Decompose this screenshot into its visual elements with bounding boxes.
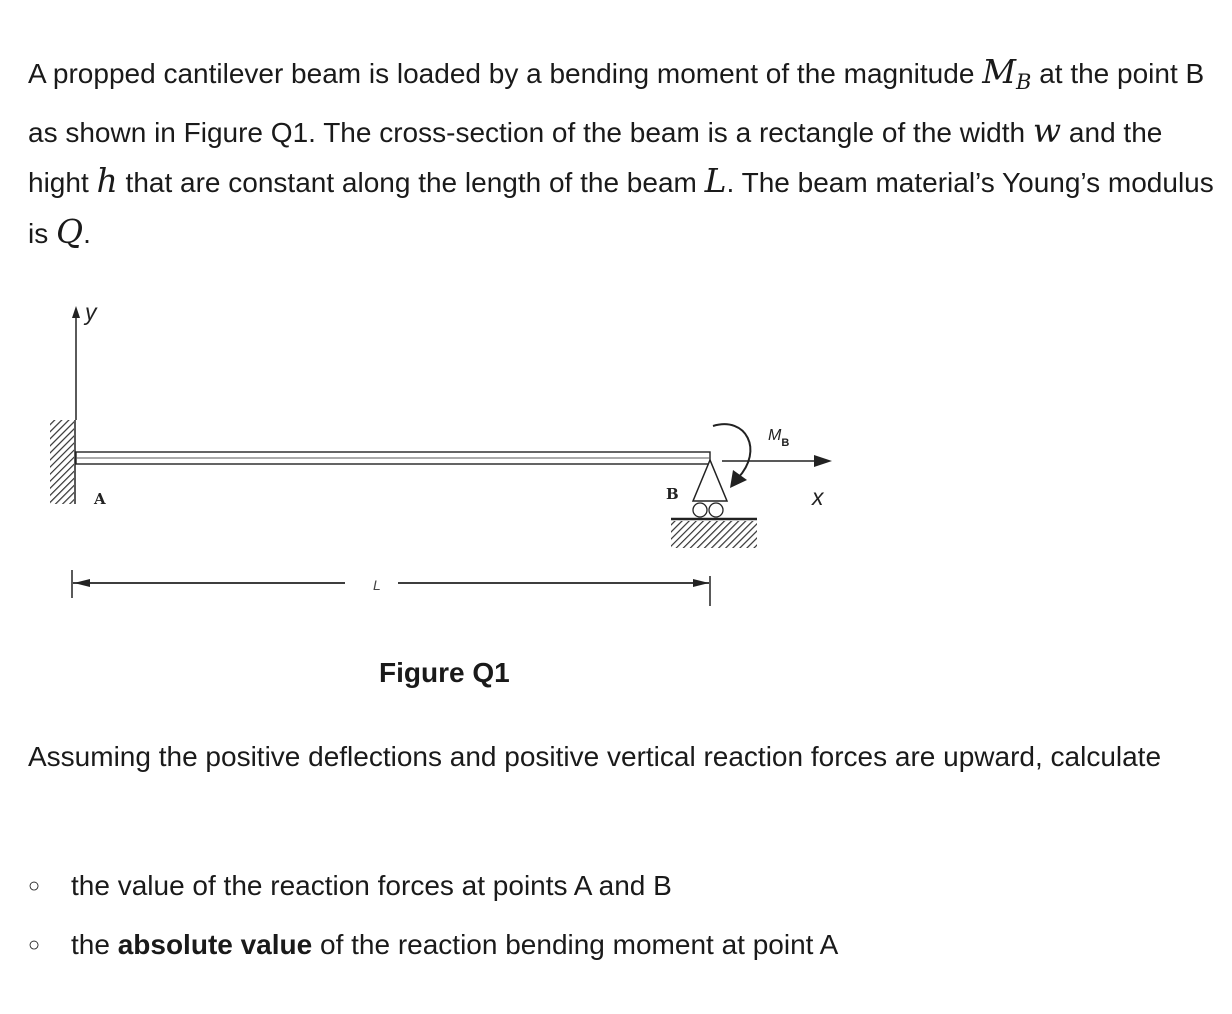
moment-label: MB — [768, 427, 789, 449]
point-a-label: A — [93, 490, 106, 508]
moment-symbol-subscript: B — [1015, 70, 1032, 94]
moment-arrow — [712, 423, 752, 479]
beam-figure: y A B MB x L — [50, 299, 832, 606]
height-symbol: h — [96, 161, 118, 200]
point-b-label: B — [666, 485, 679, 503]
roller-support — [691, 458, 729, 502]
list-item-text: the value of the reaction forces at poin… — [71, 866, 672, 906]
x-axis-arrowhead — [814, 455, 832, 467]
figure-caption: Figure Q1 — [379, 657, 510, 688]
list-item-text-part: of the reaction bending moment at point … — [312, 929, 839, 960]
question-prompt: Assuming the positive deflections and po… — [28, 741, 1162, 772]
length-label: L — [373, 577, 381, 593]
bullet-marker: ○ — [28, 934, 41, 956]
statement-text-1: A propped cantilever beam is loaded by a… — [28, 58, 983, 89]
list-item-text-part: the — [71, 929, 118, 960]
list-item-text-part: the value of the reaction forces at poin… — [71, 870, 672, 901]
moment-symbol-main: M — [982, 52, 1016, 91]
dimension-arrowhead-left — [74, 579, 90, 587]
moment-arrowhead — [730, 470, 747, 488]
moment-symbol: MB — [982, 52, 1032, 94]
length-symbol: L — [704, 161, 727, 200]
y-axis-label: y — [83, 299, 98, 325]
support-ground-hatch — [671, 521, 757, 548]
width-symbol: w — [1032, 110, 1062, 150]
statement-text-3: and the hight — [28, 116, 1163, 199]
modulus-symbol: Q — [56, 211, 84, 251]
x-axis-label: x — [811, 484, 825, 510]
problem-statement: A propped cantilever beam is loaded by a… — [28, 48, 1228, 258]
bullet-marker: ○ — [28, 875, 41, 897]
moment-label-subscript: B — [781, 437, 789, 449]
statement-text-6: . — [83, 217, 91, 249]
roller-wheel-1 — [692, 502, 708, 518]
list-item-text: the absolute value of the reaction bendi… — [71, 925, 838, 965]
fixed-wall-support — [50, 420, 74, 504]
statement-text-4: that are constant along the length of th… — [117, 167, 705, 198]
roller-wheel-2 — [708, 502, 724, 518]
dimension-arrowhead-right — [693, 579, 709, 587]
y-axis-arrowhead — [72, 306, 80, 318]
statement-text-2: at the point B as shown in Figure Q1. Th… — [28, 58, 1205, 148]
moment-label-main: M — [768, 427, 782, 444]
statement-text-5: . The beam material’s Young’s modulus is — [28, 167, 1214, 249]
list-item-emphasis: absolute value — [117, 929, 313, 960]
